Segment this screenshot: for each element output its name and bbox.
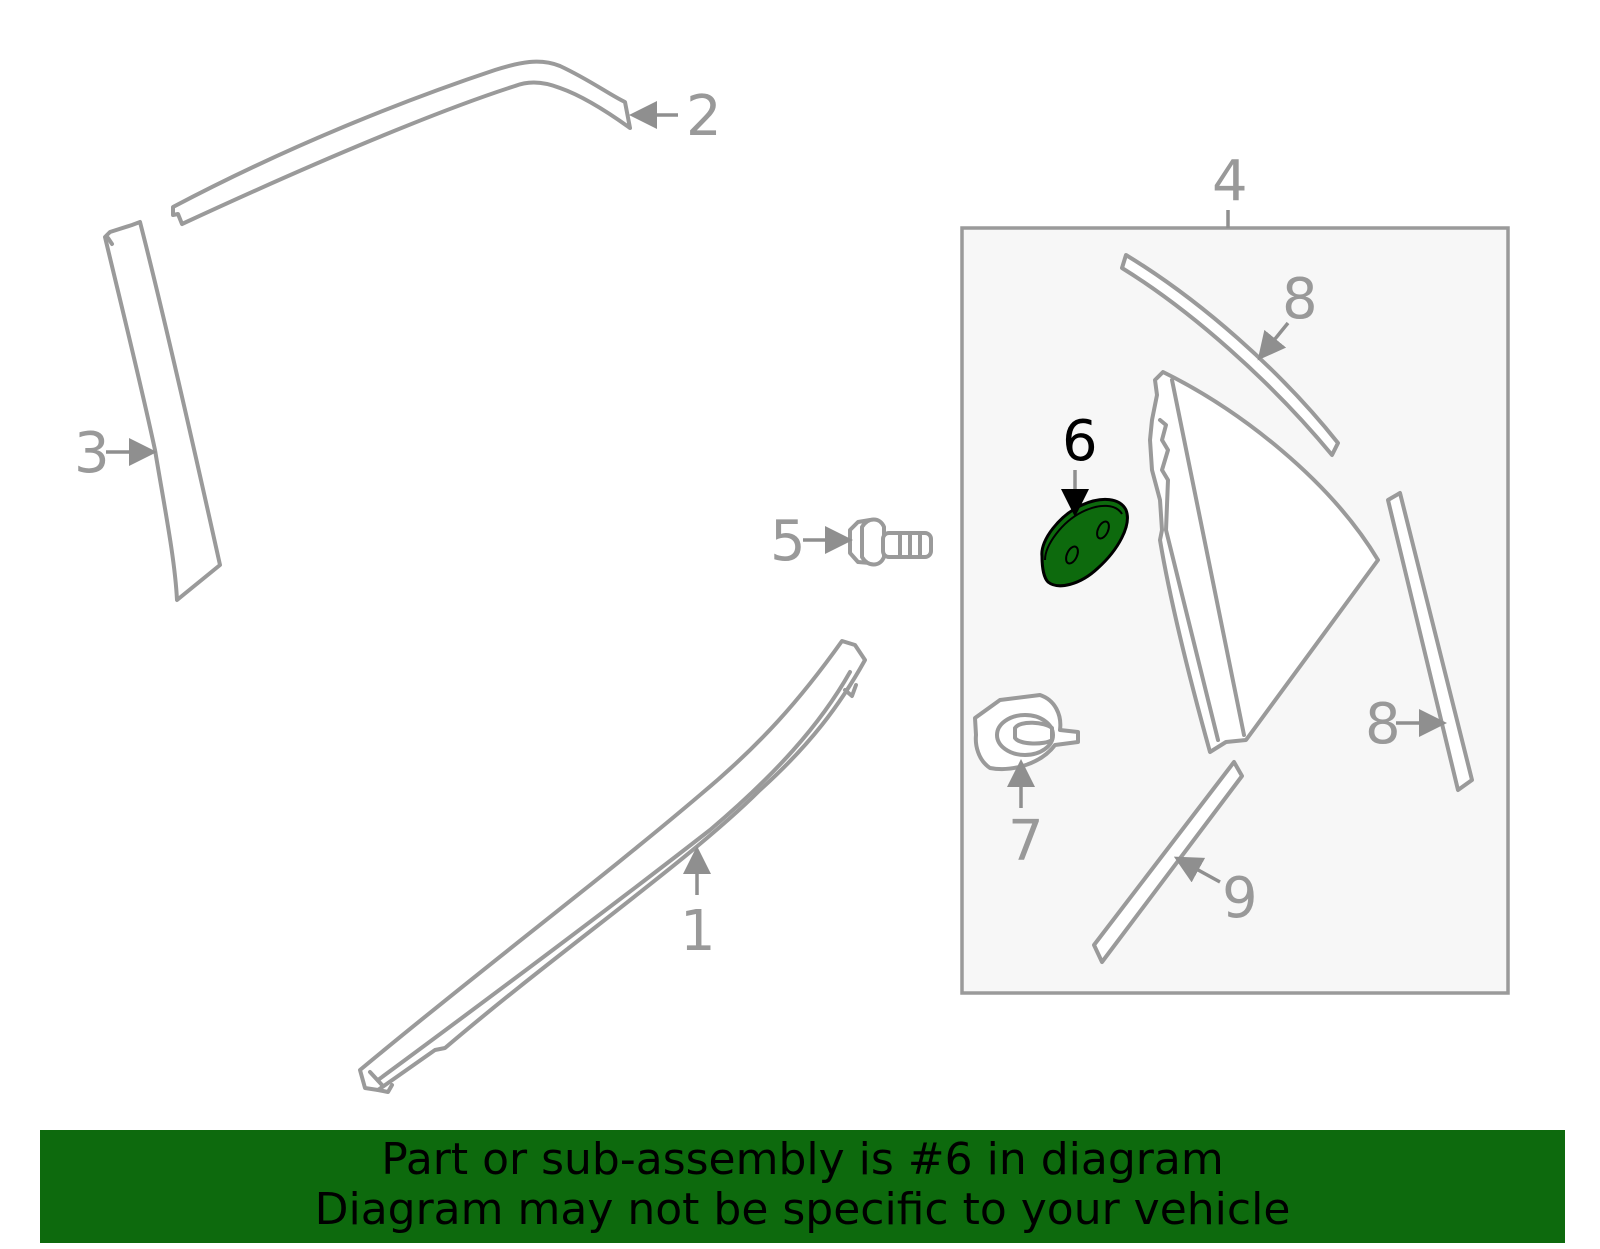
callout-6: 6 xyxy=(1062,409,1098,474)
part-9-strip xyxy=(1092,760,1244,964)
arrow-9 xyxy=(1173,856,1221,884)
quarter-glass xyxy=(1148,370,1380,754)
part-8-lower-strip xyxy=(1386,491,1474,792)
banner-line-1: Part or sub-assembly is #6 in diagram xyxy=(381,1134,1224,1185)
callout-4: 4 xyxy=(1212,149,1248,214)
part-3-pillar-moulding xyxy=(103,220,222,602)
callout-1: 1 xyxy=(680,899,716,964)
part-1-belt-moulding xyxy=(358,639,867,1094)
banner-line-2: Diagram may not be specific to your vehi… xyxy=(314,1184,1291,1235)
callout-2: 2 xyxy=(686,84,722,149)
part-2-roof-moulding xyxy=(171,59,632,226)
info-banner: Part or sub-assembly is #6 in diagram Di… xyxy=(40,1130,1565,1243)
part-7-clip xyxy=(973,693,1080,772)
parts-diagram: 1 2 3 4 5 6 7 8 8 9 xyxy=(74,59,1510,1094)
callout-8-lower: 8 xyxy=(1365,692,1401,757)
part-5-bolt xyxy=(848,517,933,567)
part-8-upper-strip xyxy=(1120,253,1340,457)
arrow-8-upper xyxy=(1257,321,1290,361)
callout-3: 3 xyxy=(74,421,110,486)
callout-5: 5 xyxy=(770,509,806,574)
callout-9: 9 xyxy=(1222,866,1258,931)
callout-7: 7 xyxy=(1008,809,1044,874)
callout-8-upper: 8 xyxy=(1282,267,1318,332)
